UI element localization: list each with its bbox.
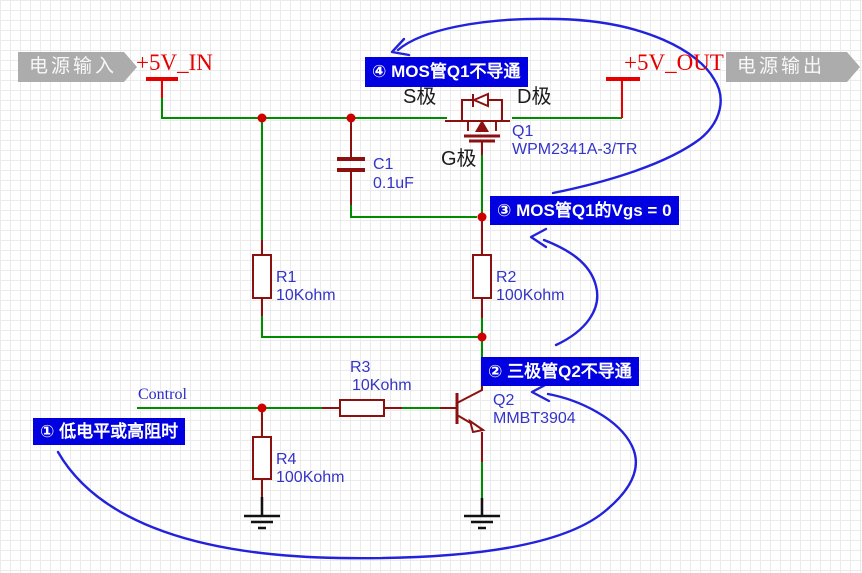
q2-npn-symbol[interactable] (440, 360, 486, 462)
r1-body[interactable] (252, 254, 272, 299)
r4-body[interactable] (252, 436, 272, 480)
power-flags (146, 77, 640, 118)
r1-designator: R1 (276, 269, 297, 286)
annotation-step3-box[interactable]: ③ MOS管Q1的Vgs = 0 (490, 196, 679, 225)
arrowhead-step3-icon (529, 227, 548, 249)
q2-designator: Q2 (493, 392, 515, 409)
annotation-arrows (56, 17, 722, 560)
q1-pin-label-d: D极 (517, 86, 552, 108)
annotation-step4-box[interactable]: ④ MOS管Q1不导通 (365, 57, 528, 87)
arrowhead-step4-icon (390, 37, 411, 57)
q1-arrow (475, 120, 489, 132)
net-label-vout: +5V_OUT (624, 50, 724, 75)
q1-value: WPM2341A-3/TR (512, 141, 638, 158)
power-input-badge-label: 电源输入 (29, 56, 118, 77)
c1-value: 0.1uF (373, 175, 414, 192)
power-input-badge[interactable]: 电源输入 (18, 52, 137, 82)
r4-designator: R4 (276, 451, 297, 468)
r3-value: 10Kohm (352, 377, 412, 394)
q1-pin-label-g: G极 (441, 148, 477, 170)
junction-dot (477, 212, 487, 222)
ground-r4-icon (244, 497, 280, 530)
q1-designator: Q1 (512, 123, 534, 140)
q2-collector (456, 360, 483, 404)
r3-body[interactable] (339, 399, 385, 417)
c1-designator: C1 (373, 156, 394, 173)
r2-designator: R2 (496, 269, 517, 286)
arrow-step1-to-step2 (56, 392, 638, 560)
q1-pin-label-s: S极 (403, 86, 437, 108)
wire-c1-to-gate-node (350, 205, 477, 218)
r4-value: 100Kohm (276, 469, 345, 486)
q1-body-diode-right (488, 99, 503, 121)
r1-value: 10Kohm (276, 287, 336, 304)
q1-channel-stubs (467, 121, 497, 131)
r3-designator: R3 (350, 359, 371, 376)
q1-body-diode-left (461, 99, 473, 121)
annotation-step2-box[interactable]: ② 三极管Q2不导通 (481, 357, 639, 386)
q1-diode-triangle (471, 92, 489, 108)
ground-q2-icon (464, 498, 500, 530)
q2-emitter-arrow (468, 418, 486, 434)
q1-mosfet-symbol[interactable] (445, 92, 510, 155)
junction-dot (346, 113, 356, 123)
r2-body[interactable] (472, 254, 492, 299)
arrow-step3-to-step4 (396, 17, 722, 195)
r2-value: 100Kohm (496, 287, 565, 304)
wire-bottom-rail (261, 316, 482, 338)
net-label-control: Control (138, 386, 187, 403)
annotation-step1-box[interactable]: ① 低电平或高阻时 (33, 418, 186, 445)
arrow-step2-to-step3 (542, 238, 599, 347)
q2-value: MMBT3904 (493, 410, 576, 427)
power-output-badge[interactable]: 电源输出 (726, 52, 860, 82)
arrowhead-step2-icon (530, 382, 551, 403)
junction-dots (257, 113, 487, 413)
c1-capacitor-symbol[interactable] (337, 118, 365, 205)
junction-dot (477, 332, 487, 342)
junction-dot (257, 403, 267, 413)
power-output-badge-label: 电源输出 (737, 56, 826, 77)
grounds (244, 497, 500, 530)
junction-dot (257, 113, 267, 123)
resistors (252, 217, 492, 497)
net-label-vin: +5V_IN (136, 50, 213, 75)
